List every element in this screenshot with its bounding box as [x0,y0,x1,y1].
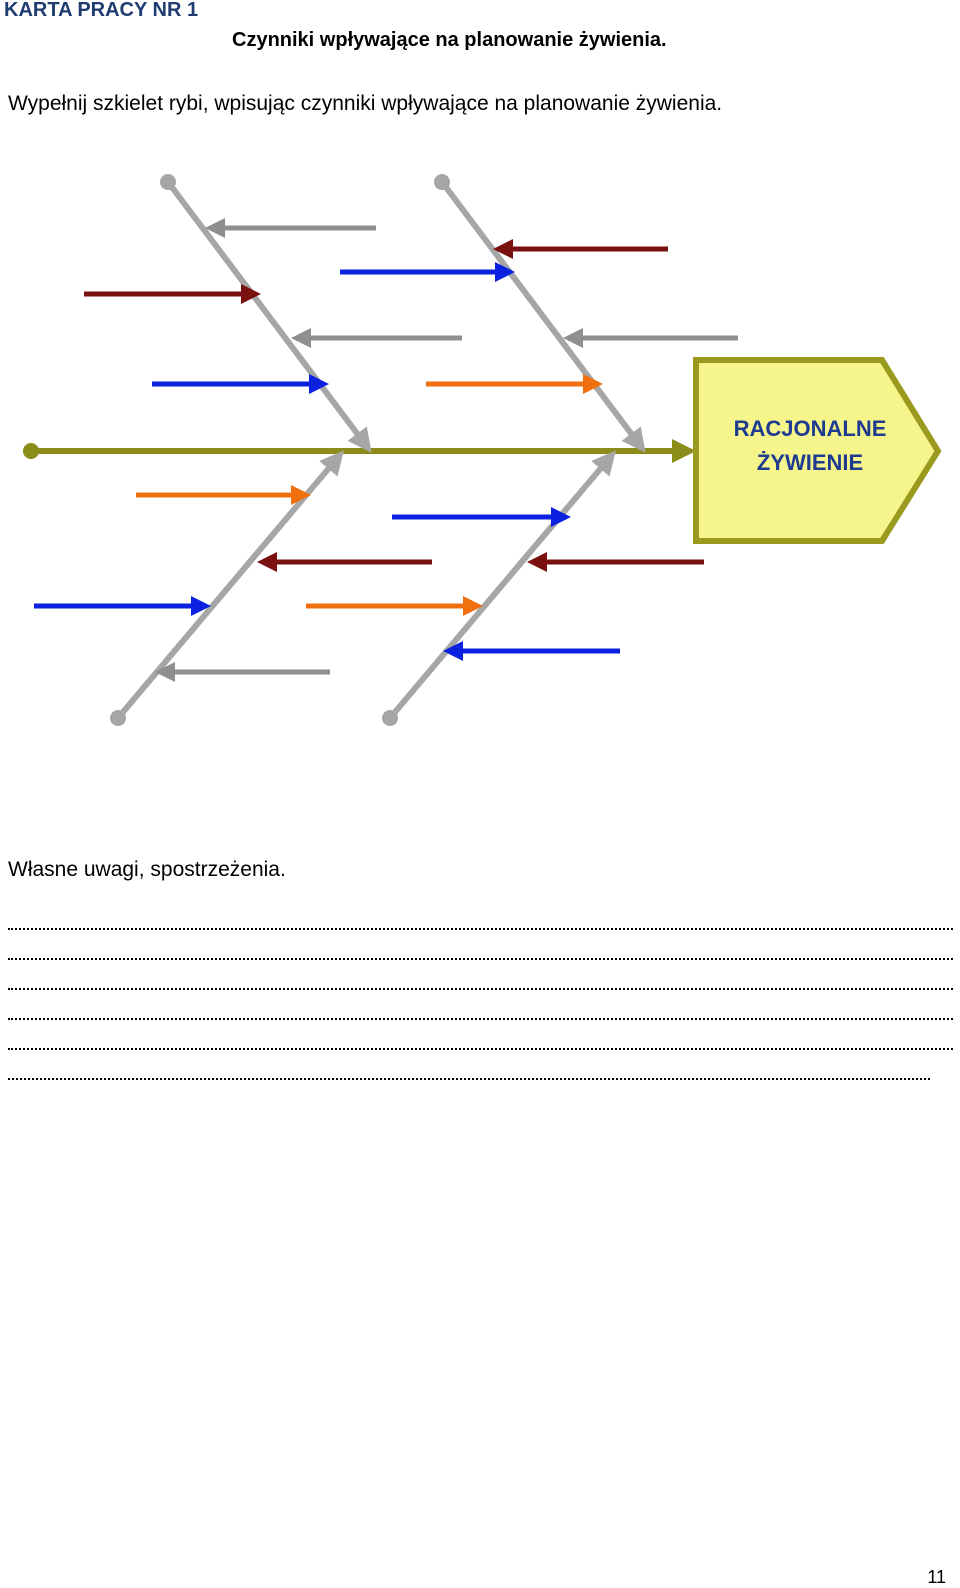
fishbone-diagram: RACJONALNE ŻYWIENIE [23,174,942,726]
page-number: 11 [927,1567,946,1587]
bone-end-dot [434,174,450,190]
notes-line [8,1020,953,1050]
effect-box [693,357,942,544]
bone-upper-right [439,180,646,453]
notes-writing-area [8,900,953,1080]
notes-line [8,900,953,930]
bone-end-dot [110,710,126,726]
notes-heading: Własne uwagi, spostrzeżenia. [8,858,286,881]
notes-line [8,930,953,960]
effect-label-line2: ŻYWIENIE [757,450,863,475]
notes-line [8,1050,930,1080]
bone-upper-left [165,180,372,453]
spine-tail-dot [23,443,39,459]
notes-line [8,990,953,1020]
worksheet-label: KARTA PRACY NR 1 [4,0,199,21]
effect-label-line1: RACJONALNE [734,416,887,441]
bone-end-dot [382,710,398,726]
worksheet-title: Czynniki wpływające na planowanie żywien… [232,29,667,51]
instruction-text: Wypełnij szkielet rybi, wpisując czynnik… [8,92,723,115]
bone-end-dot [160,174,176,190]
bone-lower-right [387,450,616,720]
notes-line [8,960,953,990]
